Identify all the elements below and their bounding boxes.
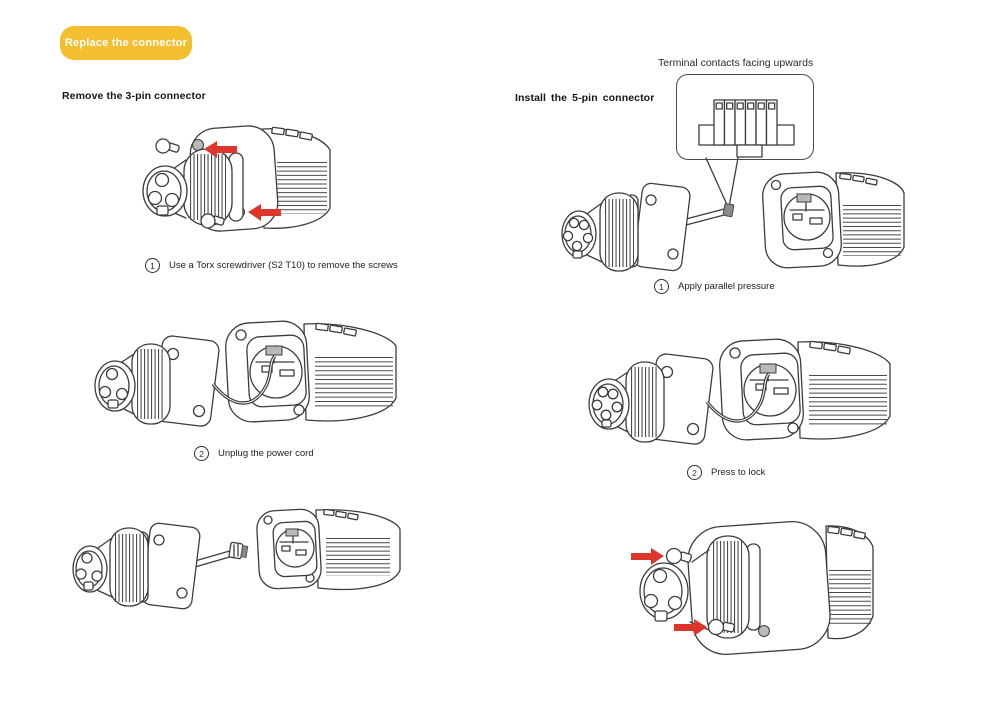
right-section-heading: Install the 5-pin connector: [515, 92, 655, 104]
red-arrow-icon: [204, 141, 237, 158]
device-5pin-insert-icon: [561, 171, 905, 272]
device-attached-press-icon: [631, 520, 874, 656]
terminal-block-icon: [698, 99, 795, 158]
red-arrow-icon: [631, 548, 664, 565]
red-arrow-icon: [248, 204, 281, 221]
illustration-insert-5pin: [552, 163, 907, 288]
step-row: 1 Apply parallel pressure: [654, 279, 775, 294]
illustration-apply-pressure: [572, 330, 902, 465]
illustration-press-lock: [612, 512, 877, 667]
step-number: 1: [145, 258, 160, 273]
section-badge: Replace the connector: [60, 26, 192, 60]
step-row: 2 Unplug the power cord: [194, 446, 314, 461]
device-3pin-detached-icon: [72, 508, 401, 610]
left-section-heading: Remove the 3-pin connector: [62, 90, 206, 102]
step-row: 1 Use a Torx screwdriver (S2 T10) to rem…: [145, 258, 398, 273]
device-3pin-attached-icon: [142, 125, 331, 232]
terminal-callout-label: Terminal contacts facing upwards: [658, 57, 814, 69]
step-text: Apply parallel pressure: [678, 281, 775, 292]
step-number: 2: [687, 465, 702, 480]
step-text: Unplug the power cord: [218, 448, 314, 459]
step-text: Press to lock: [711, 467, 766, 478]
illustration-removed-connector: [62, 498, 412, 648]
step-number: 1: [654, 279, 669, 294]
step-text: Use a Torx screwdriver (S2 T10) to remov…: [169, 260, 398, 271]
step-number: 2: [194, 446, 209, 461]
illustration-unplug-cord: [78, 312, 403, 442]
callout-leader-lines: [700, 156, 745, 219]
step-row: 2 Press to lock: [687, 465, 765, 480]
illustration-remove-screws: [126, 115, 356, 250]
terminal-callout-box: [676, 74, 814, 160]
device-3pin-wired-icon: [94, 320, 397, 427]
red-arrow-icon: [674, 619, 707, 636]
device-5pin-wired-icon: [588, 338, 891, 445]
